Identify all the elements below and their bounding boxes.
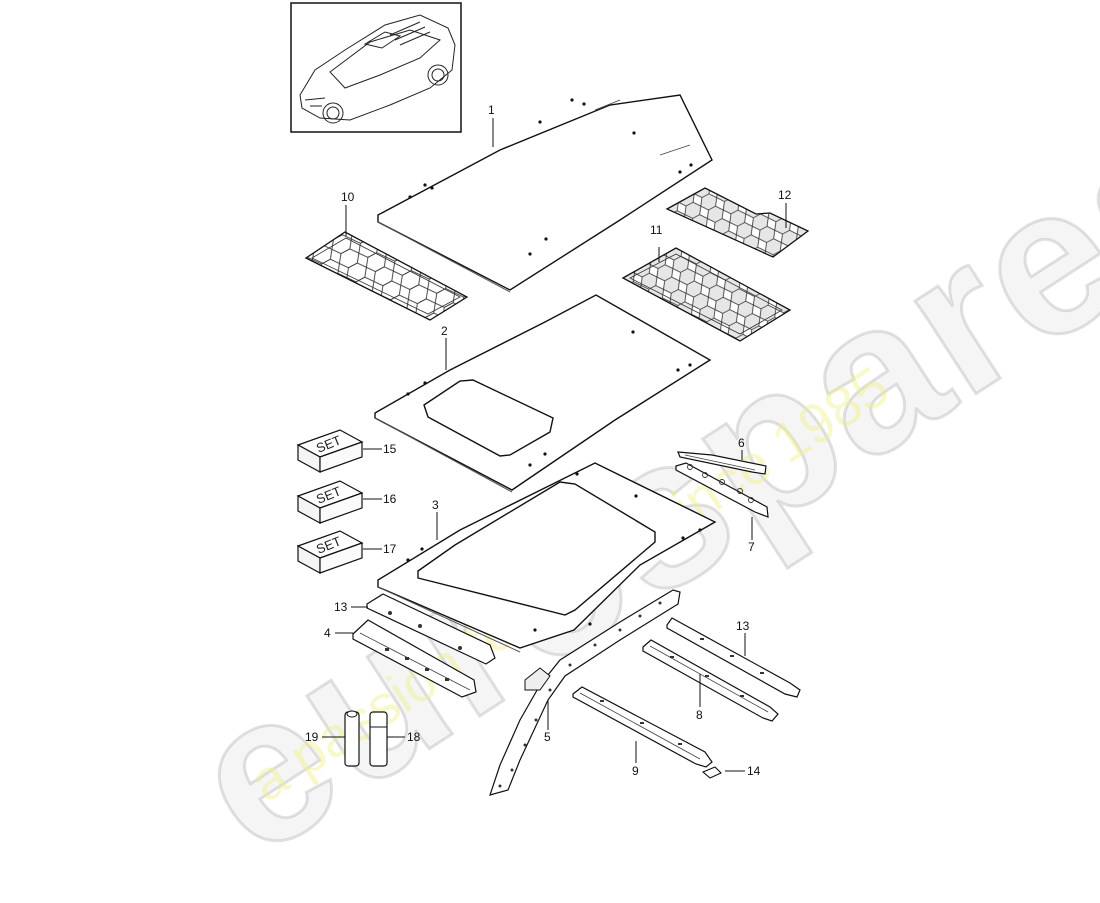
part-10-insulation-mat: [304, 231, 469, 321]
callout-11[interactable]: 11: [650, 223, 663, 237]
part-13-cross-member-front: [366, 593, 496, 665]
callout-9[interactable]: 9: [632, 764, 639, 778]
callout-19[interactable]: 19: [305, 730, 319, 744]
vehicle-thumbnail: [290, 2, 462, 133]
callout-7[interactable]: 7: [748, 540, 755, 554]
callout-10[interactable]: 10: [341, 190, 355, 204]
callout-13-front[interactable]: 13: [334, 600, 348, 614]
part-3-roof-panel-panoramic: [377, 462, 717, 653]
part-17-set-box: SET: [296, 530, 364, 575]
part-7-reinforcement-plate: [675, 462, 769, 518]
part-4-front-cross-member: [352, 619, 477, 698]
part-19-sealant-cartridge: [344, 710, 360, 767]
callout-6[interactable]: 6: [738, 436, 745, 450]
part-6-roof-bracket: [677, 451, 767, 475]
leader-lines: [322, 118, 787, 772]
part-5-roof-side-frame: [489, 589, 681, 796]
part-18-adhesive-cartridge: [369, 711, 388, 767]
part-15-set-box: SET: [296, 429, 364, 474]
callout-3[interactable]: 3: [432, 498, 439, 512]
callout-13-rear[interactable]: 13: [736, 619, 750, 633]
parts-diagram: eurospares a passion for parts since 198…: [150, 2, 1100, 901]
part-12-insulation-mat: [665, 187, 810, 258]
part-2-roof-panel-sunroof: [374, 294, 712, 493]
callout-17[interactable]: 17: [383, 542, 397, 556]
part-8-roof-bow: [642, 639, 779, 722]
callout-16[interactable]: 16: [383, 492, 397, 506]
part-13-roof-bow-rear: [666, 617, 801, 698]
callout-2[interactable]: 2: [441, 324, 448, 338]
part-14-bracket: [701, 766, 722, 779]
diagram-drawing: SET SET SET: [290, 2, 810, 796]
callout-14[interactable]: 14: [747, 764, 761, 778]
callout-4[interactable]: 4: [324, 626, 331, 640]
part-11-insulation-mat: [621, 247, 792, 342]
part-1-roof-panel: [377, 94, 713, 293]
callout-5[interactable]: 5: [544, 730, 551, 744]
callout-18[interactable]: 18: [407, 730, 421, 744]
part-9-rear-cross-member: [572, 686, 713, 768]
callout-1[interactable]: 1: [488, 103, 495, 117]
part-16-set-box: SET: [296, 480, 364, 525]
callout-12[interactable]: 12: [778, 188, 792, 202]
callout-15[interactable]: 15: [383, 442, 397, 456]
callout-8[interactable]: 8: [696, 708, 703, 722]
